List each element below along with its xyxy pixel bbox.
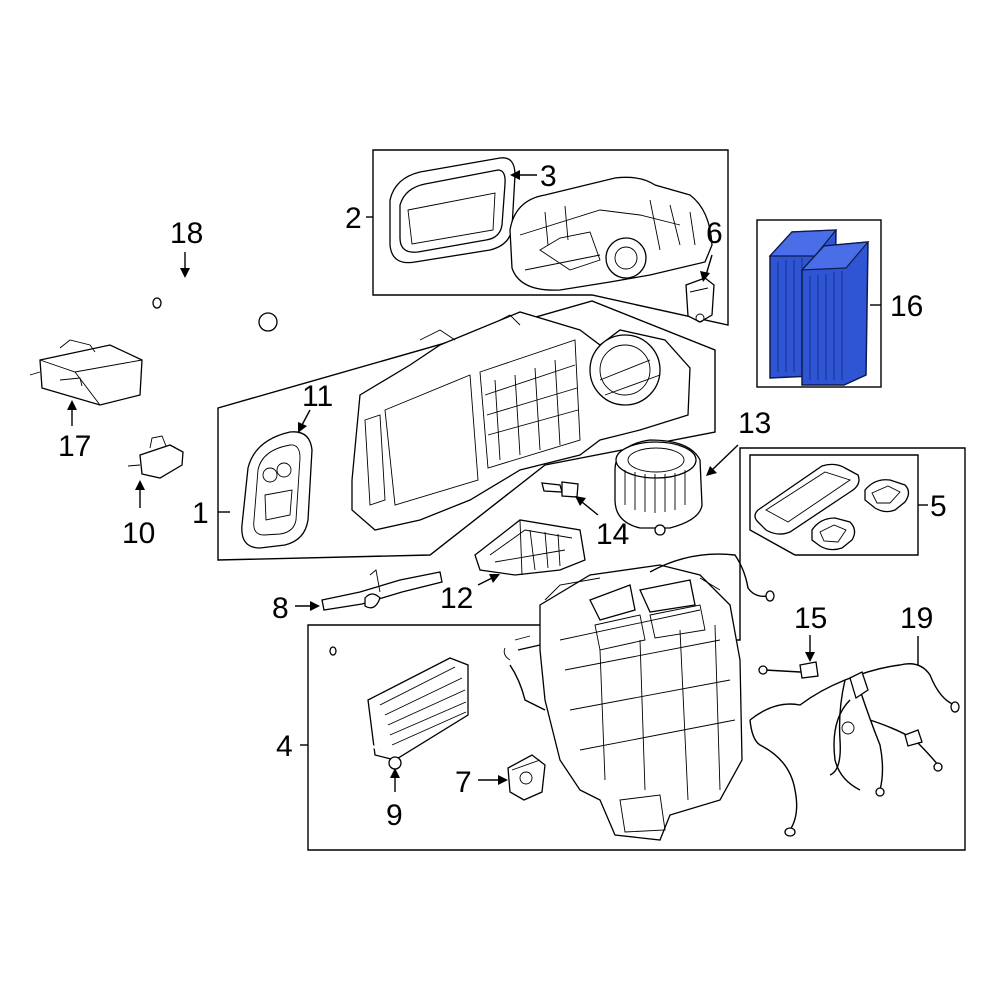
group-box-5 xyxy=(749,454,919,556)
part-4-hvac-case-assembly xyxy=(503,553,775,841)
callout-3: 3 xyxy=(540,160,557,193)
callout-11: 11 xyxy=(302,380,333,413)
callout-13: 13 xyxy=(738,407,771,440)
callout-17: 17 xyxy=(58,430,91,463)
group-box-2 xyxy=(372,149,729,326)
part-5-gasket-set xyxy=(754,463,910,551)
part-12-air-duct xyxy=(474,519,586,576)
part-15-sensor-pigtail xyxy=(758,661,819,679)
callout-5: 5 xyxy=(930,490,947,523)
part-9-heater-core xyxy=(329,646,469,770)
callout-8: 8 xyxy=(272,592,289,625)
part-2-upper-housing xyxy=(509,176,713,291)
callout-12: 12 xyxy=(440,582,473,615)
callout-10: 10 xyxy=(122,517,155,550)
callout-18: 18 xyxy=(170,217,203,250)
callout-14: 14 xyxy=(596,518,629,551)
callout-9: 9 xyxy=(386,799,403,832)
part-3-seal-gasket xyxy=(389,157,516,264)
callout-1: 1 xyxy=(192,497,209,530)
leader-lines xyxy=(67,170,928,792)
part-1-hvac-case xyxy=(351,311,691,531)
part-10-sensor xyxy=(127,435,184,479)
part-13-blower-motor xyxy=(614,439,703,536)
part-18-hose xyxy=(152,202,325,332)
callout-2: 2 xyxy=(345,202,362,235)
part-17-control-module xyxy=(29,339,143,406)
callout-15: 15 xyxy=(794,602,827,635)
part-19-wiring-harness xyxy=(749,663,960,837)
part-14-temperature-sensor xyxy=(541,481,579,498)
group-box-16 xyxy=(756,219,882,388)
part-16-cabin-air-filter xyxy=(768,229,870,386)
callout-labels: 1 2 3 4 5 6 7 8 9 10 11 12 13 14 15 16 1… xyxy=(58,160,947,832)
callout-6: 6 xyxy=(706,217,723,250)
part-8-drain-tube xyxy=(321,569,443,611)
callout-7: 7 xyxy=(455,766,472,799)
part-6-actuator xyxy=(685,277,715,323)
callout-16: 16 xyxy=(890,290,923,323)
part-11-access-plate xyxy=(241,431,313,549)
part-7-actuator xyxy=(507,754,546,801)
callout-4: 4 xyxy=(276,730,293,763)
callout-19: 19 xyxy=(900,602,933,635)
